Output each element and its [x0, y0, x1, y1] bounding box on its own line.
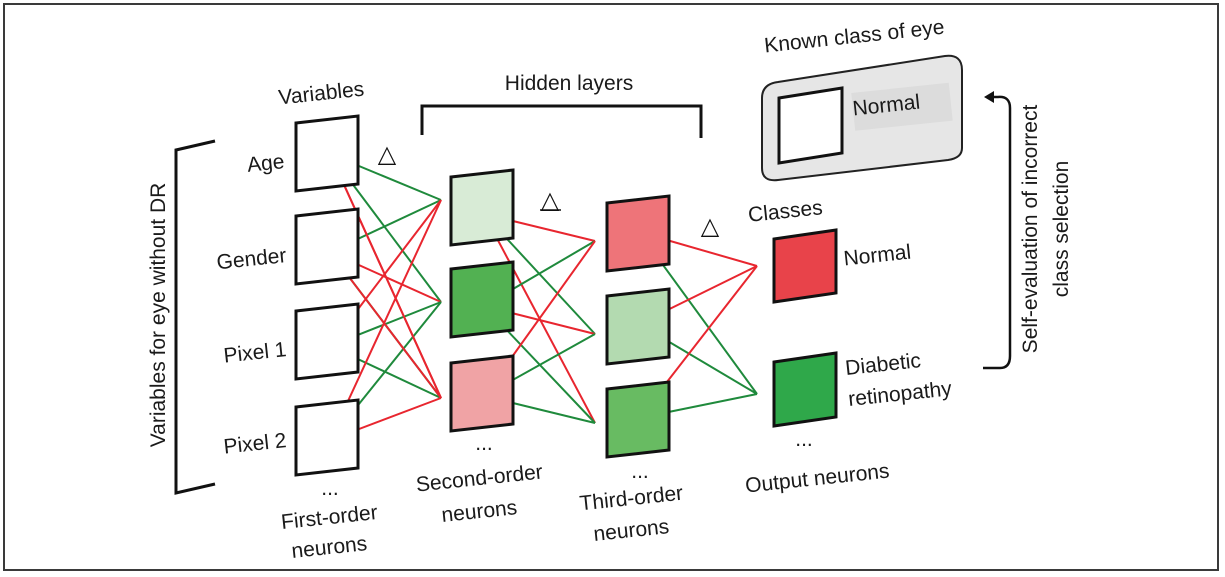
delta-icon-3: △ [701, 213, 720, 240]
hidden-layers-bracket [420, 104, 703, 138]
class-label-normal: Normal [842, 241, 912, 271]
input-label-pixel-2: Pixel 2 [222, 429, 287, 458]
third-order-neuron-1 [605, 194, 671, 273]
class-label-diabetic-line-2: retinopathy [847, 377, 953, 411]
input-label-gender: Gender [215, 244, 287, 274]
side-bracket-label: Variables for eye without DR [147, 183, 170, 448]
second-order-neuron-2 [449, 260, 515, 339]
variables-heading: Variables [277, 78, 365, 110]
feedback-arrow-line [983, 95, 1012, 370]
second-order-neuron-3 [449, 354, 515, 433]
output-ellipsis: ... [795, 428, 813, 451]
class-label-diabetic-line-1: Diabetic [844, 349, 922, 380]
class-neuron-diabetic-retinopathy [772, 351, 838, 428]
first-order-neuron-2 [294, 207, 360, 286]
feedback-label-line-2: class selection [1050, 161, 1073, 298]
hidden-layers-label: Hidden layers [505, 72, 633, 95]
known-class-value-highlight [851, 82, 953, 131]
class-neuron-normal [772, 228, 838, 304]
third-order-neuron-2 [605, 287, 671, 366]
third-order-label-line-1: Third-order [578, 482, 684, 516]
input-label-age: Age [246, 150, 286, 177]
delta-icon-1: △ [378, 141, 397, 168]
first-order-ellipsis: ... [321, 477, 339, 500]
edge-l1-x1 [329, 153, 442, 399]
known-class-neuron [777, 86, 844, 165]
output-neurons-label: Output neurons [744, 460, 890, 498]
first-order-neuron-4 [294, 398, 360, 477]
figure-frame [3, 3, 1219, 571]
second-order-ellipsis: ... [475, 432, 493, 455]
neurons [294, 114, 671, 477]
second-order-label-line-2: neurons [440, 496, 518, 527]
delta-icon-2: △ [541, 187, 560, 214]
side-bracket [174, 139, 216, 495]
first-order-neuron-3 [294, 302, 360, 381]
third-order-neuron-3 [605, 380, 671, 459]
feedback-arrow-head [984, 91, 994, 103]
second-order-label-line-1: Second-order [415, 460, 544, 496]
first-order-label-line-2: neurons [290, 532, 368, 563]
input-label-pixel-1: Pixel 1 [222, 338, 287, 367]
second-order-neuron-1 [449, 168, 515, 247]
feedback-label-line-1: Self-evaluation of incorrect [1019, 105, 1042, 354]
first-order-neuron-1 [294, 114, 360, 193]
known-class-heading: Known class of eye [763, 16, 945, 58]
first-order-label-line-1: First-order [280, 501, 379, 534]
third-order-ellipsis: ... [631, 460, 649, 483]
third-order-label-line-2: neurons [592, 515, 670, 546]
classes-heading: Classes [747, 196, 824, 227]
